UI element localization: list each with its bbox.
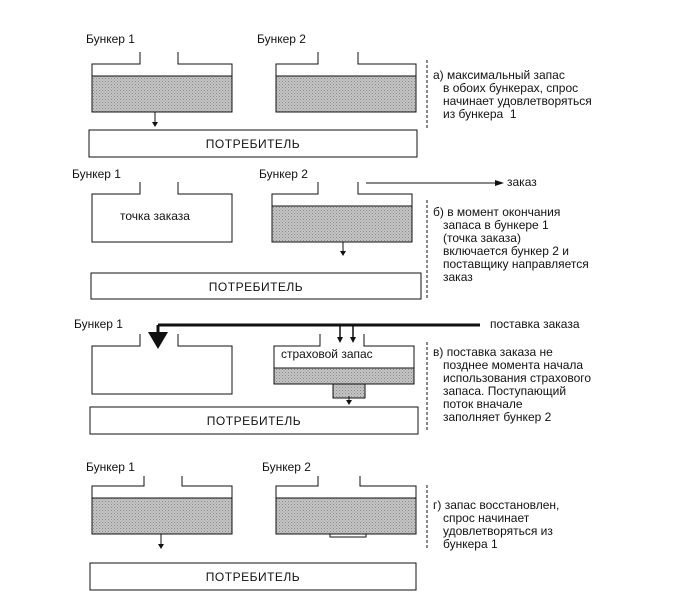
description-a: а) максимальный запас в обоих бункерах, … [433,68,592,121]
description-d: г) запас восстановлен, спрос начинает уд… [433,498,560,551]
bunker2-stock-a [275,75,417,113]
flow-arrowhead-c [346,400,352,405]
panel-c [89,323,480,435]
description-c: в) поставка заказа не позднее момента на… [433,345,592,424]
panel-d [89,476,428,591]
bunker1-outline-c [91,334,233,395]
consumer-box-b [90,272,422,300]
consumer-label-d: ПОТРЕБИТЕЛЬ [205,570,301,584]
reorder-point-label: точка заказа [120,209,190,223]
bunker2-label-d: Бункер 2 [262,460,311,474]
description-b: б) в момент окончания запаса в бункере 1… [433,205,589,284]
bunker2-stock-c [273,367,415,385]
bunker2-stock-d [275,497,417,535]
consumer-box-a [88,129,418,158]
bunker1-outline-b [91,182,233,243]
bunker2-label-b: Бункер 2 [259,167,308,181]
order-label: заказ [507,175,537,189]
consumer-box-c [89,406,419,435]
flow-arrowhead-b [340,251,346,256]
bunker2-outlet-d [329,533,367,538]
flow-arrowhead-a [152,122,158,127]
order-arrowhead [495,180,504,186]
panel-b [90,180,504,300]
safety-stock-label: страховой запас [281,347,373,361]
bunker1-label-d: Бункер 1 [86,460,135,474]
delivery-arrowhead-big [148,332,168,349]
consumer-label-b: ПОТРЕБИТЕЛЬ [208,280,304,294]
delivery-arrowhead-2 [337,337,343,343]
consumer-box-d [89,562,417,591]
bunker1-stock-a [91,75,233,113]
panel-a [88,52,428,158]
consumer-label-a: ПОТРЕБИТЕЛЬ [205,137,301,151]
bunker1-label-c: Бункер 1 [74,317,123,331]
consumer-label-c: ПОТРЕБИТЕЛЬ [206,414,302,428]
bunker2-label-a: Бункер 2 [257,32,306,46]
delivery-arrowhead-3 [350,337,356,343]
bunker1-stock-d [91,497,233,535]
bunker1-label-a: Бункер 1 [86,32,135,46]
delivery-label: поставка заказа [490,317,580,331]
flow-arrowhead-d [158,544,164,549]
bunker2-stock-b [271,205,413,243]
bunker2-outlet-c [332,383,366,399]
bunker1-label-b: Бункер 1 [72,167,121,181]
